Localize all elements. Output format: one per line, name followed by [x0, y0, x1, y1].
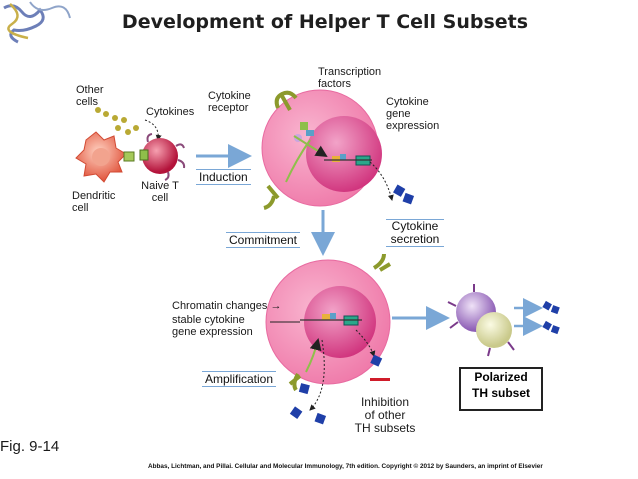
naive-t-cell [139, 133, 186, 181]
lower-cell [265, 253, 392, 411]
label-induction: Induction [196, 169, 251, 185]
label-naive-t-cell: Naive T cell [141, 180, 179, 204]
cytokine-dots [95, 107, 139, 135]
label-cytokine-secretion: Cytokine secretion [386, 219, 444, 247]
label-commitment: Commitment [226, 232, 301, 248]
label-cytokine-gene-expression: Cytokine gene expression [386, 96, 440, 132]
label-dendritic-cell: Dendritic cell [72, 190, 116, 214]
polarized-cells [447, 284, 560, 357]
polarized-line-1: Polarized [474, 370, 528, 384]
figure-label: Fig. 9-14 [0, 438, 60, 455]
inhibition-line-1: Inhibition [360, 395, 410, 409]
label-transcription-factors: Transcription factors [318, 66, 382, 90]
credit-line: Abbas, Lichtman, and Pillai. Cellular an… [148, 463, 543, 470]
inhibition-line-2: of other [364, 408, 406, 422]
protein-logo-icon [3, 1, 71, 44]
polarized-subset-box: Polarized TH subset [459, 367, 543, 411]
label-cytokines: Cytokines [146, 106, 195, 118]
label-stable-expression: stable cytokine gene expression [172, 314, 253, 338]
label-chromatin-changes: Chromatin changes → [172, 300, 282, 312]
label-amplification: Amplification [202, 371, 277, 387]
dendritic-cell [75, 131, 127, 183]
title-bar [0, 0, 638, 46]
label-cytokine-receptor: Cytokine receptor [208, 90, 251, 114]
polarized-line-2: TH subset [471, 386, 530, 400]
upper-cell [261, 89, 394, 210]
label-other-cells: Other cells [76, 84, 104, 108]
inhibition-line-3: TH subsets [354, 421, 416, 435]
label-inhibition: Inhibition of other TH subsets [352, 396, 418, 435]
page-title: Development of Helper T Cell Subsets [121, 11, 529, 33]
